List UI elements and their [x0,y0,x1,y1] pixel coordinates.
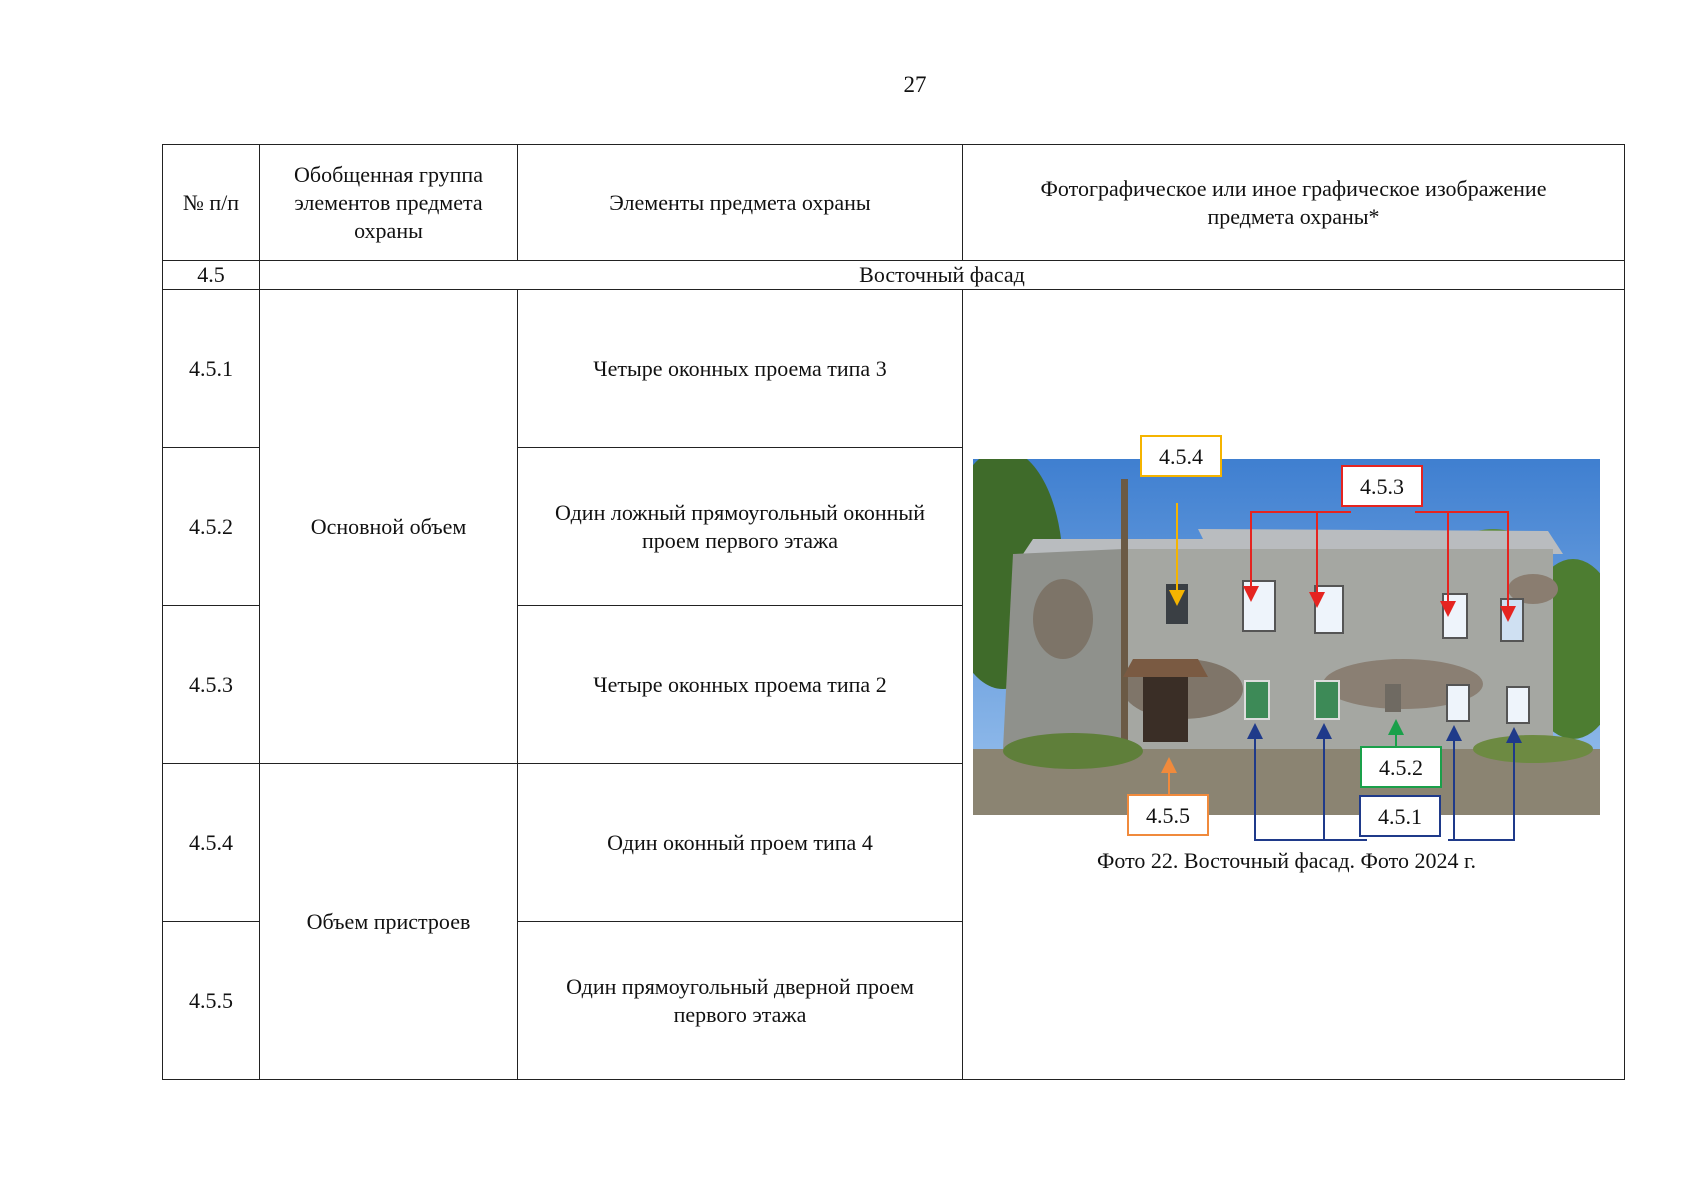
table-row: 4.5.4 Объем пристроев Один оконный проем… [162,763,1625,1080]
row-element: Один прямоугольный дверной проем первого… [517,921,963,1080]
section-title: Восточный фасад [259,260,1625,290]
header-group: Обобщенная группа элементов предмета охр… [259,144,518,261]
photo-figure: Фото 22. Восточный фасад. Фото 2024 г. [973,435,1600,875]
page-number: 27 [903,72,927,97]
photo-caption: Фото 22. Восточный фасад. Фото 2024 г. [1096,848,1477,873]
table-row: 4.5.5 Один прямоугольный дверной проем п… [162,921,1625,1080]
protection-elements-table: № п/п Обобщенная группа элементов предме… [162,144,1625,1080]
row-element: Один оконный проем типа 4 [517,763,963,922]
callout-4-5-4: 4.5.4 [1140,435,1222,477]
header-image: Фотографическое или иное графическое изо… [962,144,1625,261]
photo-cell: Фото 22. Восточный фасад. Фото 2024 г. [962,289,1625,1080]
section-num: 4.5 [162,260,260,290]
group-main-volume: Основной объем [259,289,518,764]
callout-4-5-2: 4.5.2 [1360,746,1442,788]
table-row: 4.5.1 Основной объем Четыре оконных прое… [162,289,1625,1080]
row-element: Один ложный прямоугольный оконный проем … [517,447,963,606]
header-num: № п/п [162,144,260,261]
table-row: 4.5.3 Четыре оконных проема типа 2 [162,605,1625,764]
header-elements: Элементы предмета охраны [517,144,963,261]
callout-4-5-1: 4.5.1 [1359,795,1441,837]
row-num: 4.5.1 [162,289,260,448]
callout-4-5-3: 4.5.3 [1341,465,1423,507]
row-element: Четыре оконных проема типа 3 [517,289,963,448]
row-num: 4.5.4 [162,763,260,922]
group-annex-volume: Объем пристроев [259,763,518,1080]
row-num: 4.5.2 [162,447,260,606]
callout-4-5-5: 4.5.5 [1127,794,1209,836]
facade-photo [973,459,1600,815]
table-row: 4.5.2 Один ложный прямоугольный оконный … [162,447,1625,606]
row-num: 4.5.5 [162,921,260,1080]
section-row: 4.5 Восточный фасад [162,260,1625,290]
table-header-row: № п/п Обобщенная группа элементов предме… [162,144,1625,261]
row-num: 4.5.3 [162,605,260,764]
row-element: Четыре оконных проема типа 2 [517,605,963,764]
